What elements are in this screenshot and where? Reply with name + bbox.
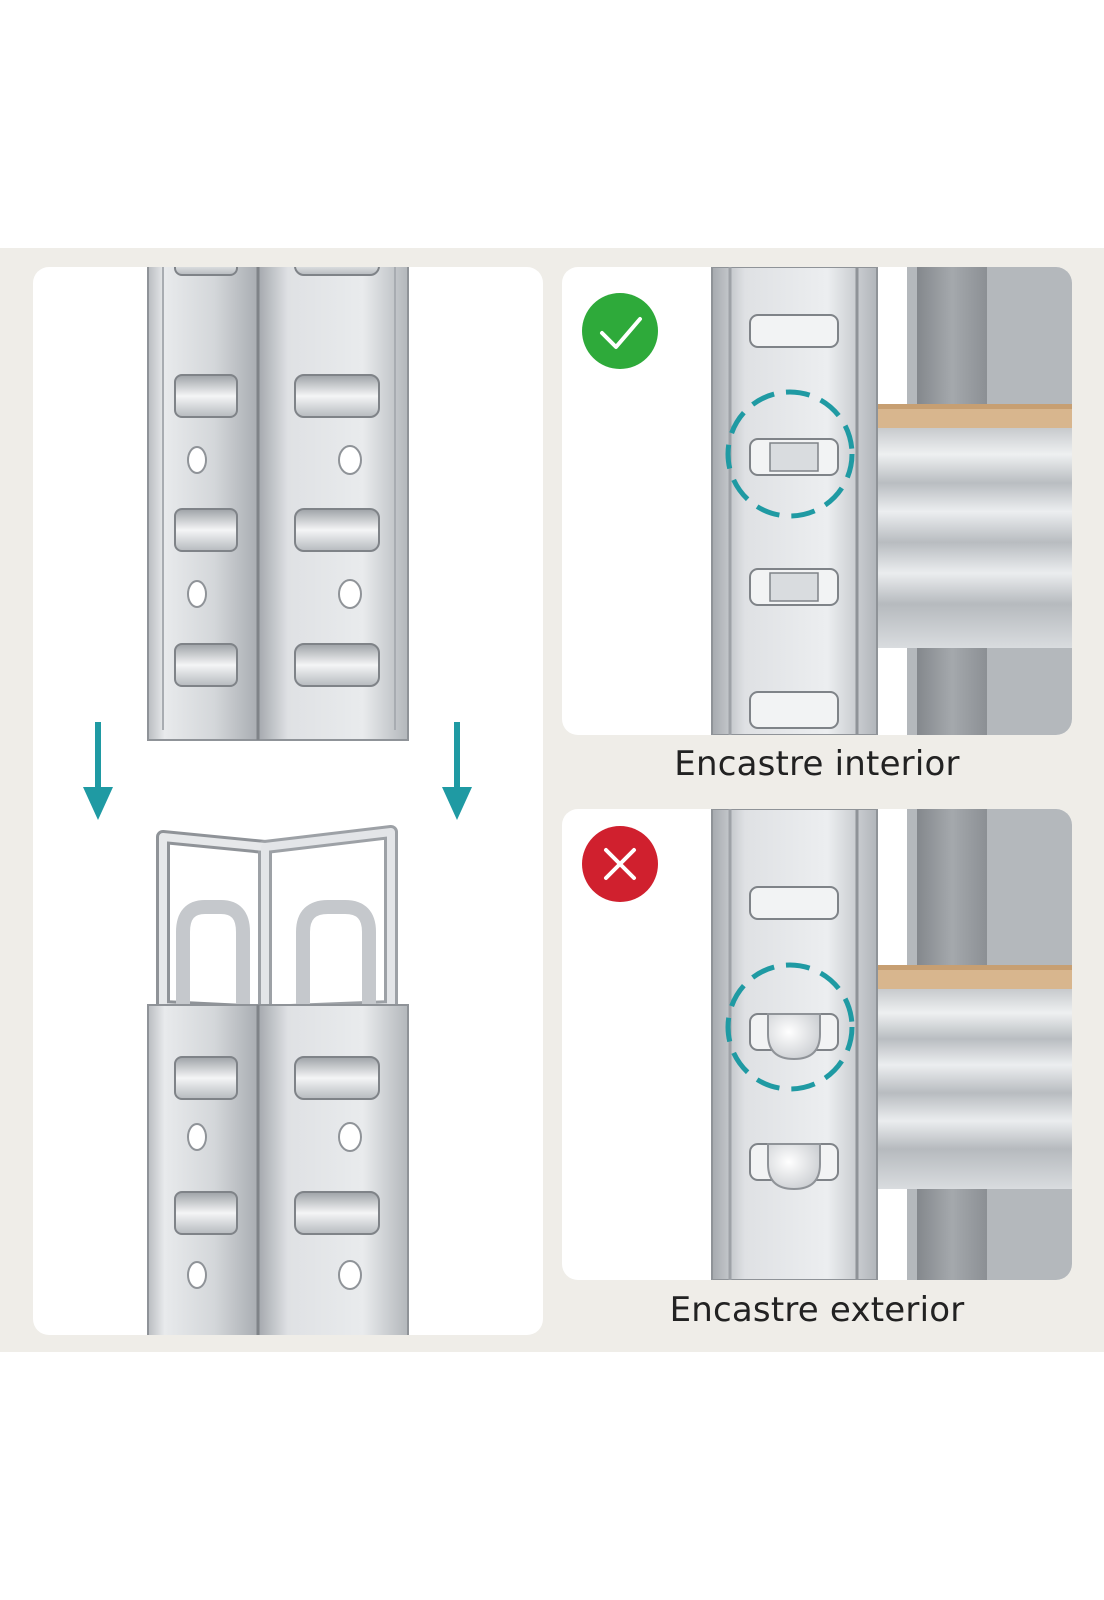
- panel-correct-fit: [562, 267, 1072, 735]
- panel-wrong-fit: [562, 809, 1072, 1280]
- wrong-fit-illustration: [582, 809, 1072, 1280]
- lower-post: [147, 825, 409, 1335]
- caption-wrong-fit: Encastre exterior: [669, 1290, 965, 1330]
- highlight-ring: [725, 389, 855, 519]
- arrow-down-icon: [83, 722, 113, 820]
- checkmark-icon: [582, 293, 658, 369]
- post-joining-illustration: [83, 267, 472, 1335]
- arrow-down-icon: [442, 722, 472, 820]
- panel-post-joining: [33, 267, 543, 1335]
- cross-icon: [582, 826, 658, 902]
- upper-post: [147, 267, 409, 741]
- correct-fit-illustration: [582, 267, 1072, 735]
- highlight-ring: [725, 962, 855, 1092]
- caption-correct-fit: Encastre interior: [674, 744, 960, 784]
